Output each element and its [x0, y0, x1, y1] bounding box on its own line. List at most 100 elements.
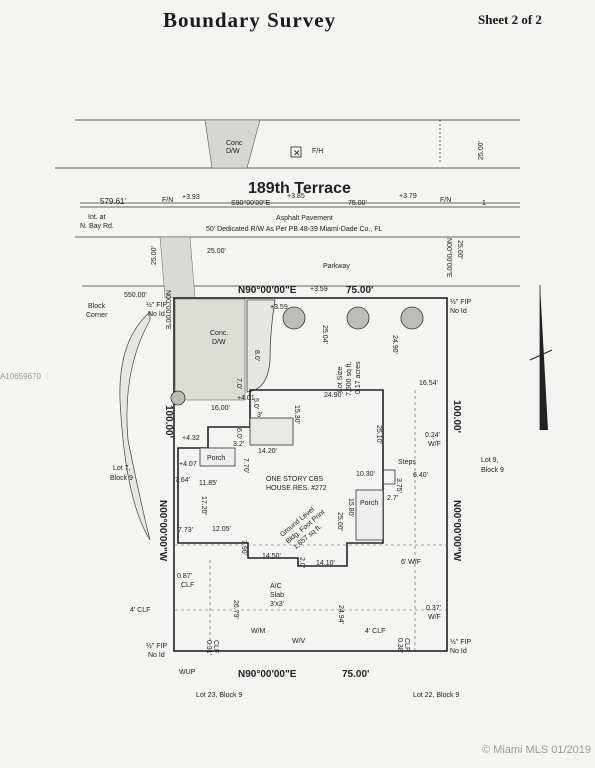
asphalt-label: Asphalt Pavement: [276, 215, 333, 222]
dim: 0.38': [396, 638, 403, 653]
int-label: Int. at: [88, 214, 106, 221]
fip-tr2: No Id: [450, 308, 467, 315]
dim: 7.70': [242, 458, 249, 473]
dim: 8.0': [253, 350, 260, 361]
steps: [382, 469, 396, 485]
dim: 14.20': [258, 448, 277, 455]
dim: 3.75': [395, 478, 402, 493]
lot-bottom-dist: 75.00': [342, 669, 369, 680]
dim: +4.07: [179, 461, 197, 468]
lot-size-sqft: 7,500 sq ft.: [346, 361, 353, 396]
lot-size-block: Lot Size 7,500 sq ft. 0.17 acres: [337, 361, 362, 396]
dim: 24.94': [337, 605, 344, 624]
house-outline: [177, 389, 384, 567]
driveway-lot: [174, 298, 246, 401]
lot-left-dist: 100.00': [163, 405, 174, 438]
driveway-arc: [246, 299, 276, 393]
driveway-dw: D/W: [212, 339, 226, 346]
dist-579: 579.61': [100, 197, 126, 206]
house-label2: HOUSE RES. #272: [266, 485, 327, 492]
wm-label: W/M: [251, 628, 266, 635]
dim: 3': [257, 412, 262, 419]
wv-label: W/V: [292, 638, 306, 645]
street-name: 189th Terrace: [248, 180, 351, 197]
dim: 14.10': [316, 560, 335, 567]
dim: 7.64': [175, 477, 190, 484]
lot-left-bearing: N00°00'00"W: [157, 500, 168, 562]
lot-right-bearing: N00°00'00"W: [451, 500, 462, 562]
dim: 7.0': [235, 378, 242, 389]
svg-text:✕: ✕: [293, 148, 301, 158]
street-dist-25: 25.00': [478, 141, 485, 160]
ac-label2: Slab: [270, 592, 284, 599]
dim: 17.20': [200, 496, 207, 515]
lot-boundary: [173, 297, 448, 652]
street-dw: D/W: [226, 148, 240, 155]
street-one: 1: [482, 200, 486, 207]
elev-379: +3.79: [399, 193, 417, 200]
dim: +4.32: [182, 435, 200, 442]
lot7-block: Block 9: [110, 475, 133, 482]
street-bearing: S90°00'00"E: [231, 199, 271, 207]
dim: +4.01: [237, 395, 255, 402]
dim: 15.30': [293, 405, 300, 424]
dim: 10.30': [356, 471, 375, 478]
dim: 4' CLF: [130, 607, 150, 614]
dim: 5.0': [252, 398, 259, 409]
lot-top-dist: 75.00': [346, 285, 373, 296]
wup-label: WUP: [179, 669, 196, 676]
dim: 0.31': [205, 640, 212, 655]
dist-75: 75.00': [348, 200, 367, 207]
dim: 25.10': [375, 425, 382, 444]
block-corner: Block: [88, 303, 106, 310]
sheet-number: Sheet 2 of 2: [478, 12, 542, 27]
dim: 16.54': [419, 380, 438, 387]
north-arrow-icon: [529, 285, 553, 430]
fip-tl2: No Id: [148, 311, 165, 318]
street-lines: [55, 119, 520, 287]
dim: 24.90': [391, 335, 398, 354]
dim: 15.80': [347, 498, 354, 517]
dim: W/F: [428, 441, 441, 448]
survey-title: Boundary Survey: [163, 8, 337, 32]
dim: 14.50': [262, 553, 281, 560]
parkway-left-dist: 25.00': [151, 246, 158, 265]
watermark: © Miami MLS 01/2019: [482, 744, 591, 756]
ac-label1: A/C: [270, 583, 282, 590]
dim: 25.04': [321, 325, 328, 344]
block-corner2: Corner: [86, 312, 108, 319]
dim: CLF: [212, 640, 219, 653]
fip-tr: ½" FIP: [450, 298, 471, 306]
parkway-right-bearing: N00°00'00"E: [445, 238, 453, 278]
street-conc: Conc: [226, 140, 243, 147]
dim: 26.79': [232, 600, 239, 619]
ground-block: Ground Level Bldg. Foot Print 1,657 sq f…: [279, 506, 326, 551]
dim: 7.90': [240, 540, 247, 555]
lot-inner-elev: +3.59: [270, 304, 288, 311]
tree-icon: [170, 390, 186, 406]
dim: 0.24': [425, 432, 440, 439]
lot-size-acres: 0.17 acres: [355, 361, 362, 394]
parkway-dist: 25.00': [207, 248, 226, 255]
dim: 12.05': [212, 526, 231, 533]
porch-right: [355, 489, 384, 541]
int-label2: N. Bay Rd.: [80, 223, 114, 230]
fence-lines: [175, 390, 447, 651]
fip-bl: ½" FIP: [146, 642, 167, 650]
parkway-left-bearing: N00°00'00"E: [164, 290, 172, 330]
steps-label: Steps: [398, 459, 416, 466]
dim: 0.87': [177, 573, 192, 580]
lot9-block: Block 9: [481, 467, 504, 474]
porch-left: [199, 447, 236, 467]
lot9: Lot 9,: [481, 457, 499, 464]
entry-stoop: [249, 417, 294, 446]
dim: 16.00': [211, 405, 230, 412]
tree-icon: [400, 306, 424, 330]
lot-bottom-bearing: N90°00'00"E: [238, 669, 297, 680]
dim: 24.90': [324, 392, 343, 399]
row-label: 50' Dedicated R/W As Per PB 48-39 Miami-…: [206, 226, 383, 233]
dim: 6.40': [413, 472, 428, 479]
fip-tl: ½" FIP: [146, 301, 167, 309]
house-label1: ONE STORY CBS: [266, 476, 324, 483]
